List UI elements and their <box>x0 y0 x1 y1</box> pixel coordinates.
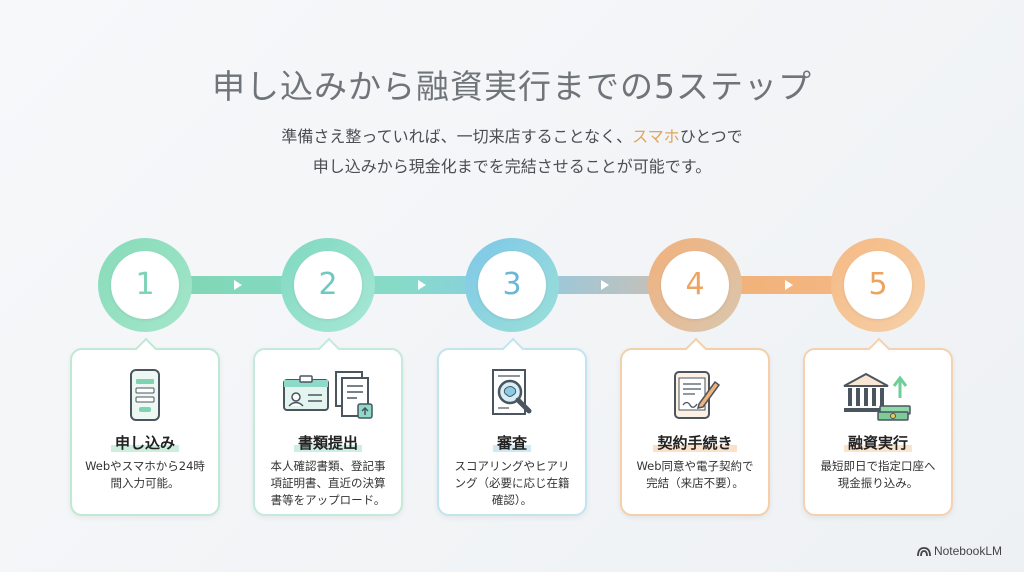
card-desc-5: 最短即日で指定口座へ現金振り込み。 <box>820 459 936 490</box>
e-contract-icon <box>622 368 768 424</box>
card-title-5: 融資実行 <box>843 434 912 452</box>
step-card-1: 申し込み Webやスマホから24時間入力可能。 <box>70 337 220 516</box>
step-card-3: 審査 スコアリングやヒアリング（必要に応じ在籍確認）。 <box>437 337 587 516</box>
subtitle-highlight: スマホ <box>632 127 680 146</box>
subtitle-line-2: 申し込みから現金化までを完結させることが可能です。 <box>312 157 712 176</box>
step-card-5: 融資実行 最短即日で指定口座へ現金振り込み。 <box>803 337 953 516</box>
arrow-3-4 <box>601 280 609 290</box>
card-desc-1: Webやスマホから24時間入力可能。 <box>85 459 205 490</box>
step-number-3: 3 <box>478 251 546 319</box>
step-number-5: 5 <box>844 251 912 319</box>
logo-text: NotebookLM <box>933 544 1002 558</box>
card-desc-4: Web同意や電子契約で完結（来店不要）。 <box>636 459 754 490</box>
card-title-1: 申し込み <box>110 434 179 452</box>
card-desc-2: 本人確認書類、登記事項証明書、直近の決算書等をアップロード。 <box>270 459 386 507</box>
bank-money-icon <box>805 368 951 424</box>
page-title: 申し込みから融資実行までの5ステップ <box>212 67 812 106</box>
arrow-2-3 <box>418 280 426 290</box>
card-title-4: 契約手続き <box>653 434 737 452</box>
card-desc-3: スコアリングやヒアリング（必要に応じ在籍確認）。 <box>454 459 570 507</box>
arrow-1-2 <box>234 280 242 290</box>
subtitle-line-1: 準備さえ整っていれば、一切来店することなく、スマホひとつで <box>281 127 743 146</box>
card-title-3: 審査 <box>492 434 531 452</box>
notebooklm-logo-icon <box>917 547 931 557</box>
id-card-documents-icon <box>255 368 401 424</box>
step-number-4: 4 <box>661 251 729 319</box>
page-subtitle: 準備さえ整っていれば、一切来店することなく、スマホひとつで 申し込みから現金化ま… <box>0 122 1024 182</box>
smartphone-form-icon <box>72 368 218 424</box>
arrow-4-5 <box>785 280 793 290</box>
card-title-2: 書類提出 <box>293 434 362 452</box>
step-number-1: 1 <box>111 251 179 319</box>
notebooklm-logo: NotebookLM <box>917 544 1002 558</box>
step-card-4: 契約手続き Web同意や電子契約で完結（来店不要）。 <box>620 337 770 516</box>
document-review-icon <box>439 368 585 424</box>
step-number-2: 2 <box>294 251 362 319</box>
step-card-2: 書類提出 本人確認書類、登記事項証明書、直近の決算書等をアップロード。 <box>253 337 403 516</box>
